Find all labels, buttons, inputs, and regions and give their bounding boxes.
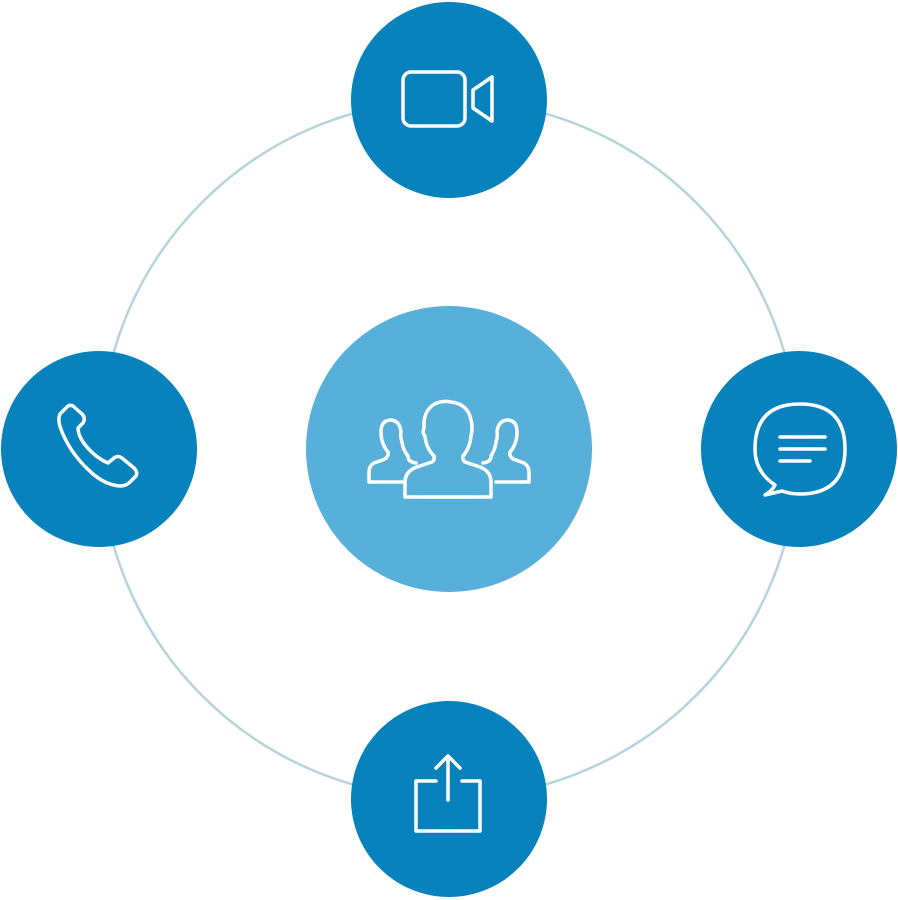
video-camera-icon (401, 70, 494, 128)
chat-node[interactable] (701, 351, 897, 547)
share-node[interactable] (351, 701, 547, 897)
share-upload-icon (414, 754, 482, 833)
video-node[interactable] (351, 2, 547, 198)
chat-bubble-icon (753, 402, 847, 497)
center-node (306, 306, 592, 592)
users-group-icon (367, 399, 531, 499)
phone-icon (57, 403, 139, 488)
phone-node[interactable] (1, 351, 197, 547)
